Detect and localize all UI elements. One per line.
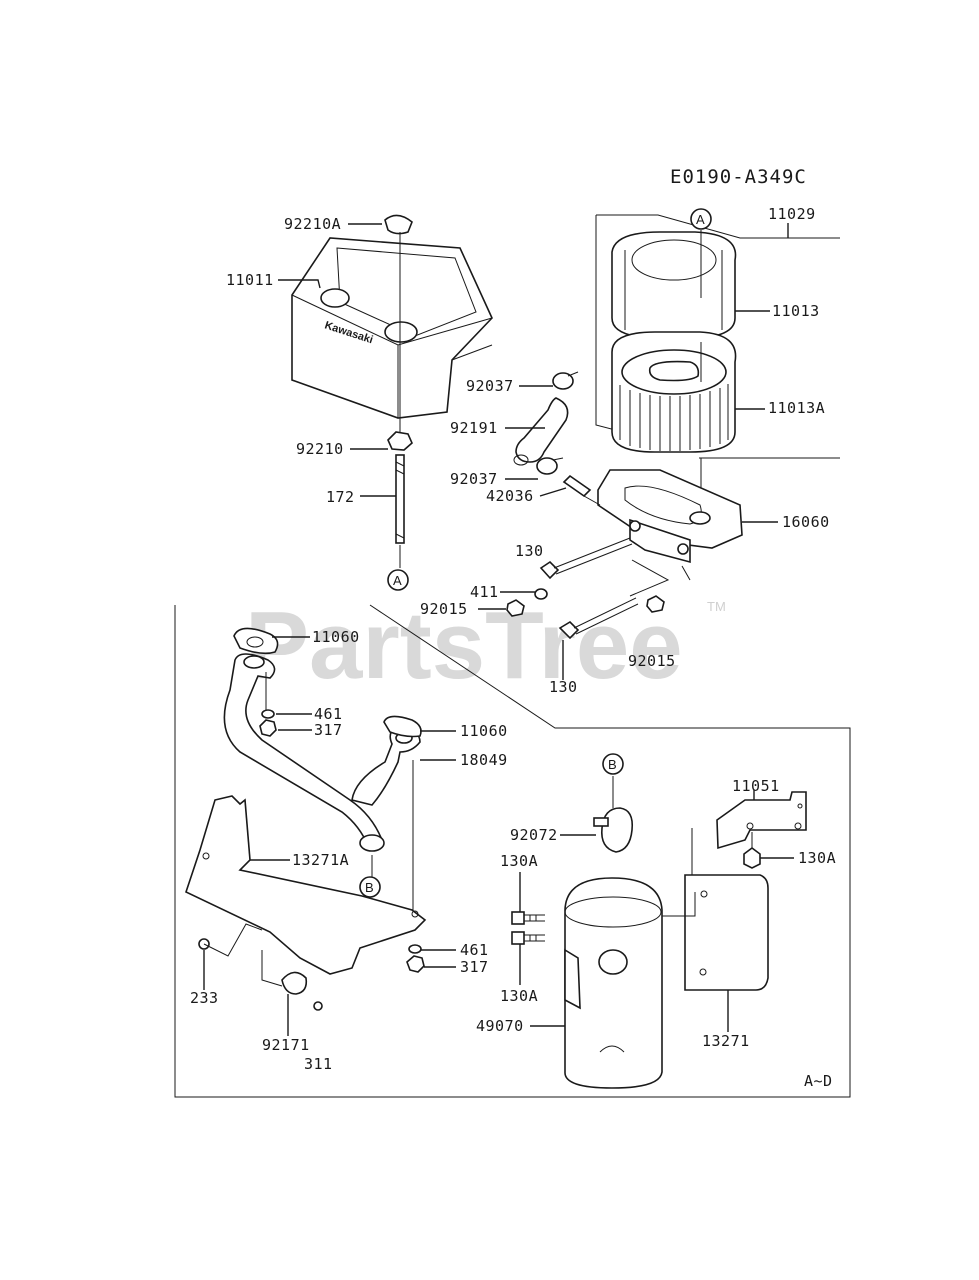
gasket-11060-left (233, 627, 279, 655)
watermark-trademark: TM (707, 599, 726, 614)
bolt-130-lower (558, 597, 639, 640)
callout-130-lower: 130 (549, 678, 578, 696)
ref-marker-a-bottom: A (387, 569, 409, 591)
bolt-130A-bracket (743, 832, 761, 869)
callout-92210A: 92210A (284, 215, 341, 233)
watermark: PartsTree (245, 592, 683, 699)
callout-11060-right: 11060 (460, 722, 508, 740)
svg-text:A: A (696, 212, 705, 227)
callout-317-left: 317 (314, 721, 343, 739)
pre-cleaner-11013 (611, 231, 737, 339)
heat-shield-13271A (185, 795, 427, 975)
callout-13271A: 13271A (292, 851, 349, 869)
nut-317-left (259, 719, 277, 737)
callout-11060-left: 11060 (312, 628, 360, 646)
callout-92037-upper: 92037 (466, 377, 514, 395)
callout-11011: 11011 (226, 271, 274, 289)
clamp-92037-lower (536, 457, 564, 475)
svg-text:B: B (608, 757, 617, 772)
svg-text:B: B (365, 880, 374, 895)
callout-92015-left: 92015 (420, 600, 468, 618)
callout-130A-bracket: 130A (798, 849, 836, 867)
callout-92191: 92191 (450, 419, 498, 437)
callout-461-left: 461 (314, 705, 343, 723)
element-11013A (611, 331, 737, 453)
callout-42036: 42036 (486, 487, 534, 505)
stud-172 (395, 454, 405, 544)
variant-note: A~D (804, 1072, 833, 1090)
bracket-11051 (716, 791, 807, 850)
ref-marker-a-top: A (690, 208, 712, 230)
callout-11013: 11013 (772, 302, 820, 320)
bolts-130A-muffler (511, 911, 545, 945)
callout-11051: 11051 (732, 777, 780, 795)
callout-92015-right: 92015 (628, 652, 676, 670)
callout-92037-lower: 92037 (450, 470, 498, 488)
callout-172: 172 (326, 488, 355, 506)
bolt-130-upper (539, 537, 633, 580)
muffler-clamp-92072 (593, 807, 634, 853)
clamp-92171 (281, 971, 308, 995)
callout-130A-lower: 130A (500, 987, 538, 1005)
callout-130A-upper: 130A (500, 852, 538, 870)
callout-317-right: 317 (460, 958, 489, 976)
nut-92015-left (506, 599, 525, 617)
mounting-leader-lines (629, 559, 691, 597)
nut-92210 (387, 431, 413, 451)
pipe-stud-lines (265, 672, 414, 914)
shield-leader-lines (203, 923, 283, 987)
callout-labels: 92210A 11011 92210 172 11029 11013 11013… (190, 205, 836, 1090)
washer-461-right (408, 944, 422, 954)
clamp-92037-upper (552, 371, 579, 390)
exhaust-pipe-18049 (223, 653, 421, 852)
washer-461-left (261, 709, 275, 719)
callout-92210: 92210 (296, 440, 344, 458)
muffler-49070 (564, 877, 663, 1089)
callout-92072: 92072 (510, 826, 558, 844)
callout-11013A: 11013A (768, 399, 825, 417)
callout-18049: 18049 (460, 751, 508, 769)
callout-49070: 49070 (476, 1017, 524, 1035)
svg-text:A: A (393, 573, 402, 588)
screw-311 (313, 1001, 323, 1011)
muffler-group-frame (174, 604, 851, 1098)
air-cleaner-cover: Kawasaki (291, 237, 493, 419)
ref-marker-b-right: B (602, 753, 624, 775)
muffler-leader-lines (662, 828, 696, 917)
gasket-11060-right (383, 715, 422, 738)
callout-233: 233 (190, 989, 219, 1007)
callout-92171: 92171 (262, 1036, 310, 1054)
diagram-code: E0190-A349C (670, 166, 807, 188)
callout-311: 311 (304, 1055, 333, 1073)
callout-461-right: 461 (460, 941, 489, 959)
pipe-42036 (562, 474, 601, 506)
callout-130-upper: 130 (515, 542, 544, 560)
air-cleaner-base-16060 (597, 469, 743, 564)
muffler-shield-13271 (684, 874, 769, 991)
callout-13271: 13271 (702, 1032, 750, 1050)
ref-marker-b-left: B (359, 876, 381, 898)
wing-nut-92210A (384, 214, 413, 235)
callout-leaders (203, 223, 794, 1036)
callout-411: 411 (470, 583, 499, 601)
breather-hose-92191 (513, 397, 569, 466)
nut-317-right (406, 955, 425, 973)
callout-11029: 11029 (768, 205, 816, 223)
nut-92015-right (646, 595, 665, 613)
callout-16060: 16060 (782, 513, 830, 531)
washer-411 (534, 588, 548, 600)
